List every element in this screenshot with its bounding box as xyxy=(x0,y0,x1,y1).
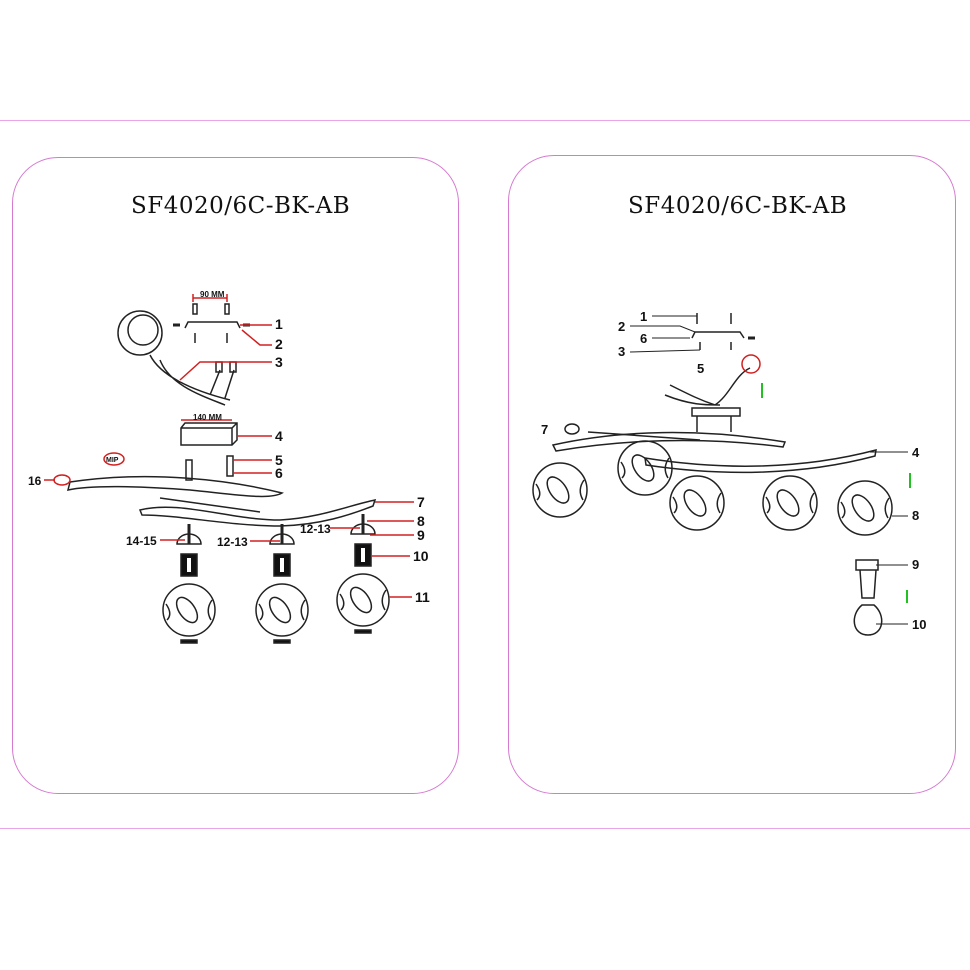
leader-line xyxy=(629,349,701,353)
decorative-cap xyxy=(53,474,71,486)
part-label: 9 xyxy=(417,527,425,543)
part-label: 2 xyxy=(618,319,625,334)
part-label: 6 xyxy=(640,331,647,346)
green-arrows xyxy=(761,383,911,603)
left-labels: 90 MM 140 MM MIP 1 2 3 4 5 6 7 8 9 10 11… xyxy=(28,290,430,605)
part-label: 5 xyxy=(697,361,704,376)
part-label: 6 xyxy=(275,465,283,481)
part-label: 11 xyxy=(415,589,430,605)
top-divider xyxy=(0,120,970,121)
dimension-label: 140 MM xyxy=(193,413,222,422)
part-label: 7 xyxy=(417,494,425,510)
part-label: 14-15 xyxy=(126,534,157,548)
spacer-tube xyxy=(185,459,193,481)
glass-globe xyxy=(336,514,390,634)
mounting-bracket xyxy=(691,313,755,350)
glass-globe xyxy=(762,475,818,531)
left-panel xyxy=(12,157,459,794)
part-label: 12-13 xyxy=(217,535,248,549)
leader-line xyxy=(241,329,272,346)
part-label: 12-13 xyxy=(300,522,331,536)
dimension-label: 90 MM xyxy=(200,290,225,299)
part-label: 9 xyxy=(912,557,919,572)
wire-connector xyxy=(117,310,237,406)
dimension-90mm xyxy=(192,294,228,302)
part-label: 5 xyxy=(275,452,283,468)
part-label: 7 xyxy=(541,422,548,437)
badge-label: MIP xyxy=(106,457,119,464)
glass-globe xyxy=(255,524,309,644)
right-panel xyxy=(508,155,956,794)
lamp-arm xyxy=(66,475,377,527)
part-label: 16 xyxy=(28,474,42,488)
canopy xyxy=(664,367,751,432)
lamp-arm xyxy=(551,431,877,474)
part-label: 1 xyxy=(275,316,283,332)
decorative-cap xyxy=(564,423,580,435)
glass-globe xyxy=(162,524,216,644)
glass-globe xyxy=(617,440,673,496)
part-label: 3 xyxy=(275,354,283,370)
part-label: 1 xyxy=(640,309,647,324)
canopy-box xyxy=(180,422,238,446)
connector-highlight xyxy=(741,354,761,374)
glass-globe xyxy=(669,475,725,531)
bottom-divider xyxy=(0,828,970,829)
part-label: 8 xyxy=(912,508,919,523)
mounting-bracket xyxy=(173,303,250,343)
part-label: 10 xyxy=(912,617,926,632)
badge-outline xyxy=(103,452,125,466)
right-labels: 1 2 6 3 5 7 4 8 9 10 xyxy=(541,309,926,632)
part-label: 4 xyxy=(275,428,283,444)
right-panel-title: SF4020/6C-BK-AB xyxy=(628,193,848,219)
left-panel-title: SF4020/6C-BK-AB xyxy=(131,193,351,219)
leader-line xyxy=(179,361,272,381)
part-label: 3 xyxy=(618,344,625,359)
glass-globe xyxy=(532,462,588,518)
part-label: 2 xyxy=(275,336,283,352)
part-label: 8 xyxy=(417,513,425,529)
spacer-tube xyxy=(226,455,234,477)
part-label: 10 xyxy=(413,548,429,564)
glass-globe xyxy=(837,480,893,536)
part-label: 4 xyxy=(912,445,920,460)
leader-line xyxy=(630,325,696,333)
